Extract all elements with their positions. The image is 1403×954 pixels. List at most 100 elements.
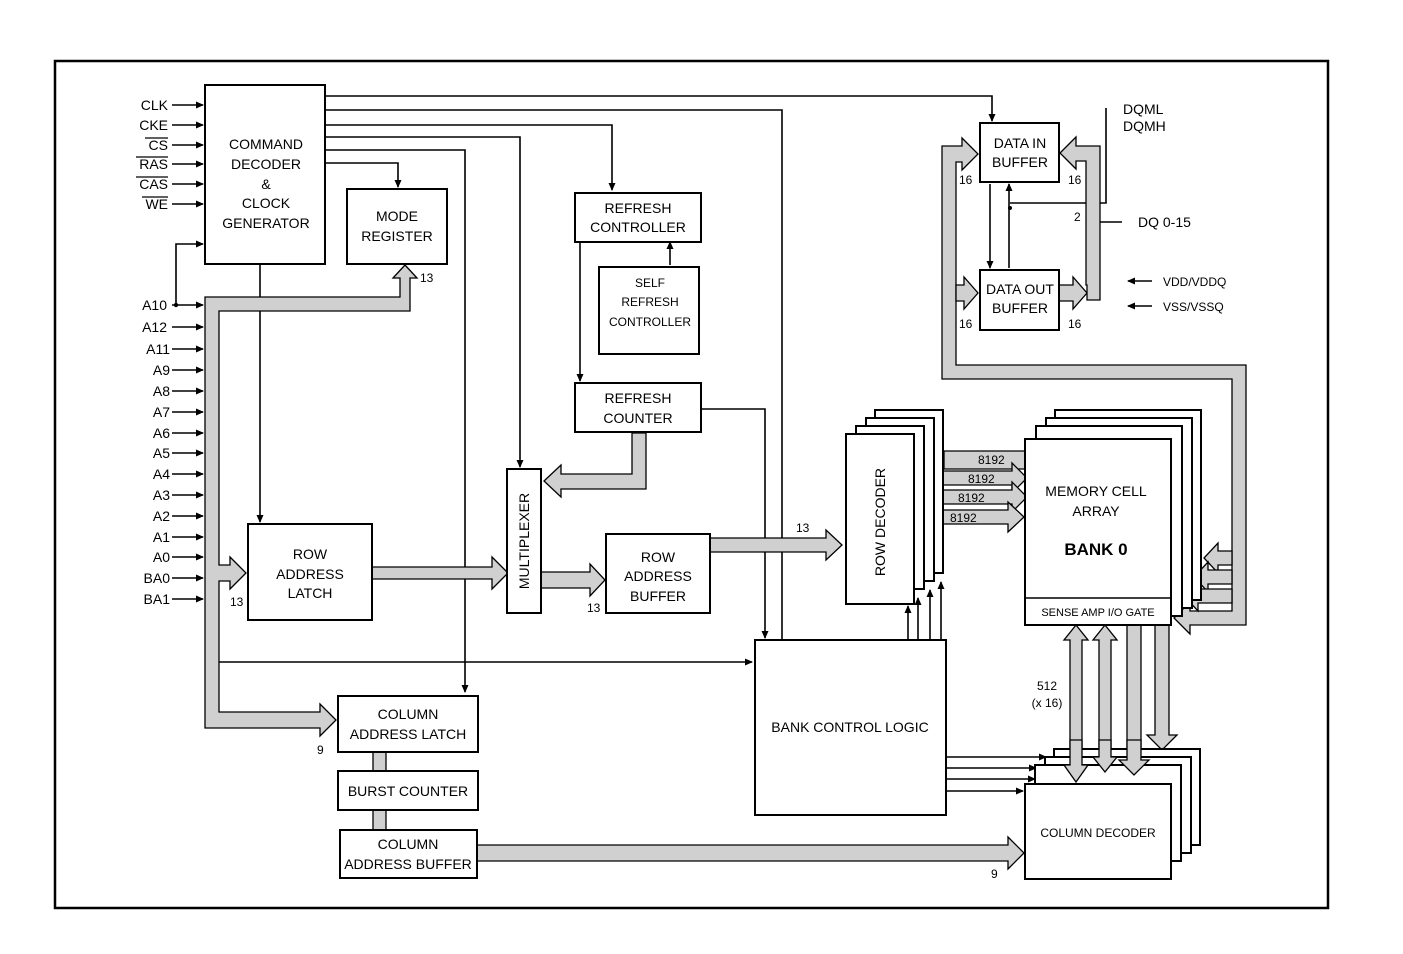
column-bus-heads	[1062, 739, 1151, 784]
row-buffer-label-2: ADDRESS	[624, 568, 692, 584]
command-decoder-label-4: CLOCK	[242, 195, 291, 211]
data-out-label-1: DATA OUT	[986, 281, 1054, 297]
self-refresh-label-3: CONTROLLER	[609, 315, 691, 329]
refresh-controller-block	[574, 192, 702, 243]
pin-we: WE	[145, 196, 168, 212]
self-refresh-label-1: SELF	[635, 276, 665, 290]
control-wires	[218, 95, 1152, 795]
column-address-buffer-block	[339, 829, 478, 879]
bus-label-coldec-9: 9	[991, 867, 998, 881]
pin-ras: RAS	[139, 156, 168, 172]
refresh-counter-block	[574, 382, 702, 433]
bus-label-8192-4: 8192	[950, 511, 977, 525]
burst-counter-label: BURST COUNTER	[348, 783, 468, 799]
data-in-buffer-block	[979, 122, 1060, 183]
bank-control-logic-block	[754, 639, 947, 816]
memory-array-stack	[1024, 409, 1202, 626]
bus-label-mode-13: 13	[420, 271, 434, 285]
pin-ba0: BA0	[144, 570, 171, 586]
data-buses	[204, 135, 1247, 871]
column-decoder-label: COLUMN DECODER	[1040, 826, 1156, 840]
command-decoder-label-5: GENERATOR	[222, 215, 309, 231]
command-decoder-block	[204, 84, 326, 265]
pin-vdd: VDD/VDDQ	[1163, 275, 1226, 289]
refresh-counter-label-1: REFRESH	[605, 390, 672, 406]
row-latch-label-1: ROW	[293, 546, 328, 562]
mode-register-label-2: REGISTER	[361, 228, 433, 244]
pin-dqml: DQML	[1123, 101, 1164, 117]
pin-a3: A3	[153, 487, 170, 503]
pin-a9: A9	[153, 362, 170, 378]
command-decoder-label-3: &	[261, 176, 271, 192]
col-buffer-label-2: ADDRESS BUFFER	[344, 856, 472, 872]
memory-array-label-1: MEMORY CELL	[1045, 483, 1147, 499]
self-refresh-label-2: REFRESH	[621, 295, 678, 309]
pin-a10: A10	[142, 297, 167, 313]
pin-cke: CKE	[139, 117, 168, 133]
row-decoder-stack	[845, 409, 944, 605]
bus-label-mux-13: 13	[587, 601, 601, 615]
bus-label-din-16l: 16	[959, 173, 973, 187]
refresh-controller-label-2: CONTROLLER	[590, 219, 686, 235]
pin-a6: A6	[153, 425, 170, 441]
diagram-frame	[53, 59, 1330, 910]
bus-label-col-9: 9	[317, 743, 324, 757]
dq-bus-loop	[941, 136, 1247, 636]
bus-label-din-16r: 16	[1068, 173, 1082, 187]
data-in-label-2: BUFFER	[992, 154, 1048, 170]
pin-dqmh: DQMH	[1123, 118, 1166, 134]
bus-label-512: 512	[1037, 679, 1057, 693]
col-latch-label-1: COLUMN	[378, 706, 439, 722]
command-decoder-label-2: DECODER	[231, 156, 301, 172]
row-buffer-label-1: ROW	[641, 549, 676, 565]
pin-a0: A0	[153, 549, 170, 565]
pin-a4: A4	[153, 466, 170, 482]
pin-ba1: BA1	[144, 591, 171, 607]
bus-width-labels: 13 13 13 13 9 9 8192 8192 8192 8192 512 …	[230, 173, 1082, 881]
pin-a7: A7	[153, 404, 170, 420]
bus-label-8192-2: 8192	[968, 472, 995, 486]
bus-label-8192-3: 8192	[958, 491, 985, 505]
active-low-overbars	[136, 137, 168, 198]
pin-clk: CLK	[141, 97, 169, 113]
sense-amp-label: SENSE AMP I/O GATE	[1041, 607, 1154, 619]
data-out-label-2: BUFFER	[992, 300, 1048, 316]
bus-label-dqm-2: 2	[1074, 210, 1081, 224]
row-latch-label-2: ADDRESS	[276, 566, 344, 582]
multiplexer-label: MULTIPLEXER	[516, 493, 532, 589]
pin-vss: VSS/VSSQ	[1163, 300, 1224, 314]
refresh-counter-label-2: COUNTER	[603, 410, 672, 426]
mode-register-label-1: MODE	[376, 208, 418, 224]
pin-a8: A8	[153, 383, 170, 399]
column-address-latch-block	[337, 695, 479, 753]
refresh-controller-label-1: REFRESH	[605, 200, 672, 216]
bank-label: BANK 0	[1064, 540, 1127, 559]
col-latch-label-2: ADDRESS LATCH	[350, 726, 466, 742]
bus-label-x16: (x 16)	[1032, 696, 1063, 710]
pin-a2: A2	[153, 508, 170, 524]
input-pin-arrows	[172, 101, 204, 603]
pin-cas: CAS	[139, 176, 168, 192]
data-in-label-1: DATA IN	[994, 135, 1046, 151]
pin-a1: A1	[153, 529, 170, 545]
self-refresh-controller-block	[598, 266, 700, 355]
pin-a11: A11	[146, 341, 170, 357]
bus-label-dout-16l: 16	[959, 317, 973, 331]
row-address-latch-block	[247, 523, 373, 621]
command-decoder-label-1: COMMAND	[229, 136, 303, 152]
bank-control-label: BANK CONTROL LOGIC	[771, 719, 928, 735]
bus-label-dout-16r: 16	[1068, 317, 1082, 331]
burst-counter-block	[337, 770, 479, 811]
bus-label-latch-13: 13	[230, 595, 244, 609]
mode-register-block	[346, 188, 448, 265]
address-bus	[204, 264, 419, 738]
row-buffer-label-3: BUFFER	[630, 588, 686, 604]
row-decoder-label: ROW DECODER	[872, 468, 888, 576]
row-latch-label-3: LATCH	[288, 585, 333, 601]
pin-dq: DQ 0-15	[1138, 214, 1191, 230]
bus-label-8192-1: 8192	[978, 453, 1005, 467]
pin-a12: A12	[142, 319, 167, 335]
right-pin-labels: DQML DQMH DQ 0-15 VDD/VDDQ VSS/VSSQ	[1123, 101, 1226, 314]
input-pin-labels: CLK CKE CS RAS CAS WE A10 A12 A11 A9 A8 …	[139, 97, 170, 607]
